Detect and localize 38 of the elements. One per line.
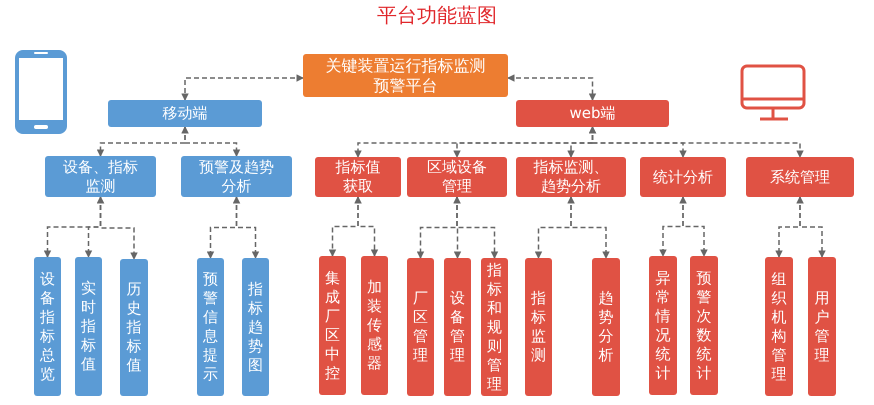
arrow [96,196,138,260]
diagram-title: 平台功能蓝图 [376,2,498,29]
feature-box: 异常情况统计 [649,256,677,395]
feature-box: 指标趋势图 [242,258,269,396]
client-box: 移动端 [108,100,262,127]
feature-box: 实时指标值 [75,257,102,396]
feature-box: 指标和规则管理 [481,258,508,396]
feature-box: 预警次数统计 [690,256,718,395]
platform-box: 关键装置运行指标监测预警平台 [303,54,508,97]
feature-box: 指标监测 [525,258,552,396]
arrow [679,196,708,257]
arrow [453,196,498,259]
feature-box: 加装传感器 [361,256,388,395]
arrow [181,126,240,157]
feature-box: 组织机构管理 [765,257,793,396]
feature-box: 集成厂区中控 [319,256,346,395]
feature-box: 设备管理 [444,258,471,396]
feature-box: 历史指标值 [120,259,148,396]
client-box: web端 [516,100,669,127]
feature-box: 厂区管理 [407,258,434,396]
module-box: 系统管理 [746,157,854,197]
arrow [567,196,610,259]
arrow [232,196,260,259]
feature-box: 设备指标总览 [34,257,61,396]
module-box: 区域设备管理 [407,157,507,197]
arrow [507,74,596,101]
feature-box: 趋势分析 [592,258,620,396]
module-box: 统计分析 [640,157,726,197]
module-box: 指标监测、趋势分析 [516,157,626,197]
feature-box: 用户管理 [808,257,836,396]
arrow [181,74,304,101]
feature-box: 预警信息提示 [197,258,224,396]
module-box: 指标值获取 [315,157,401,197]
arrow [796,196,826,258]
arrow [354,196,378,257]
module-box: 设备、指标监测 [45,156,156,197]
module-box: 预警及趋势分析 [181,156,292,197]
arrow [588,126,804,158]
